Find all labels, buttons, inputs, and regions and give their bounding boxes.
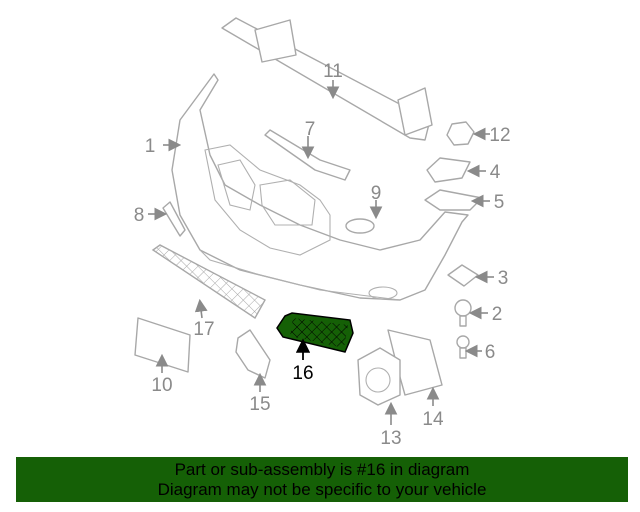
banner-line-2: Diagram may not be specific to your vehi…	[157, 480, 487, 499]
callout-11[interactable]: 11	[323, 61, 343, 82]
callout-17[interactable]: 17	[193, 319, 214, 340]
callout-2[interactable]: 2	[492, 304, 503, 325]
callout-arrows	[148, 80, 494, 425]
part-4-bracket[interactable]	[426, 157, 471, 183]
part-5-bracket[interactable]	[424, 189, 483, 211]
part-13-sensor[interactable]	[357, 347, 401, 406]
callout-16-selected[interactable]: 16	[292, 363, 313, 384]
callout-1[interactable]: 1	[145, 136, 156, 157]
part-6-screw[interactable]	[456, 335, 470, 359]
part-15-fog-lamp-cover[interactable]	[235, 329, 271, 379]
callout-10[interactable]: 10	[151, 375, 172, 396]
callout-6[interactable]: 6	[485, 342, 496, 363]
callout-12[interactable]: 12	[489, 125, 510, 146]
part-1-bumper-cover[interactable]	[171, 73, 469, 301]
callout-14[interactable]: 14	[422, 409, 444, 430]
callout-5[interactable]: 5	[494, 192, 505, 213]
part-8-bracket[interactable]	[162, 201, 186, 237]
part-17-lower-grille[interactable]	[151, 244, 266, 320]
part-10-license-plate-bracket[interactable]	[134, 317, 191, 373]
callout-3[interactable]: 3	[498, 268, 509, 289]
part-11-bumper-reinforcement[interactable]	[221, 17, 433, 141]
part-12-nut[interactable]	[446, 121, 475, 146]
part-9-tow-hook-cover[interactable]	[345, 218, 375, 234]
banner-line-1: Part or sub-assembly is #16 in diagram	[174, 460, 470, 479]
callout-15[interactable]: 15	[249, 394, 270, 415]
callout-4[interactable]: 4	[490, 162, 501, 183]
selection-info-banner: Part or sub-assembly is #16 in diagram D…	[16, 457, 628, 502]
callout-9[interactable]: 9	[371, 183, 382, 204]
part-3-clip[interactable]	[447, 264, 479, 287]
part-2-screw[interactable]	[454, 299, 472, 327]
callout-13[interactable]: 13	[380, 428, 401, 449]
callout-7[interactable]: 7	[305, 119, 316, 140]
callout-8[interactable]: 8	[134, 205, 145, 226]
